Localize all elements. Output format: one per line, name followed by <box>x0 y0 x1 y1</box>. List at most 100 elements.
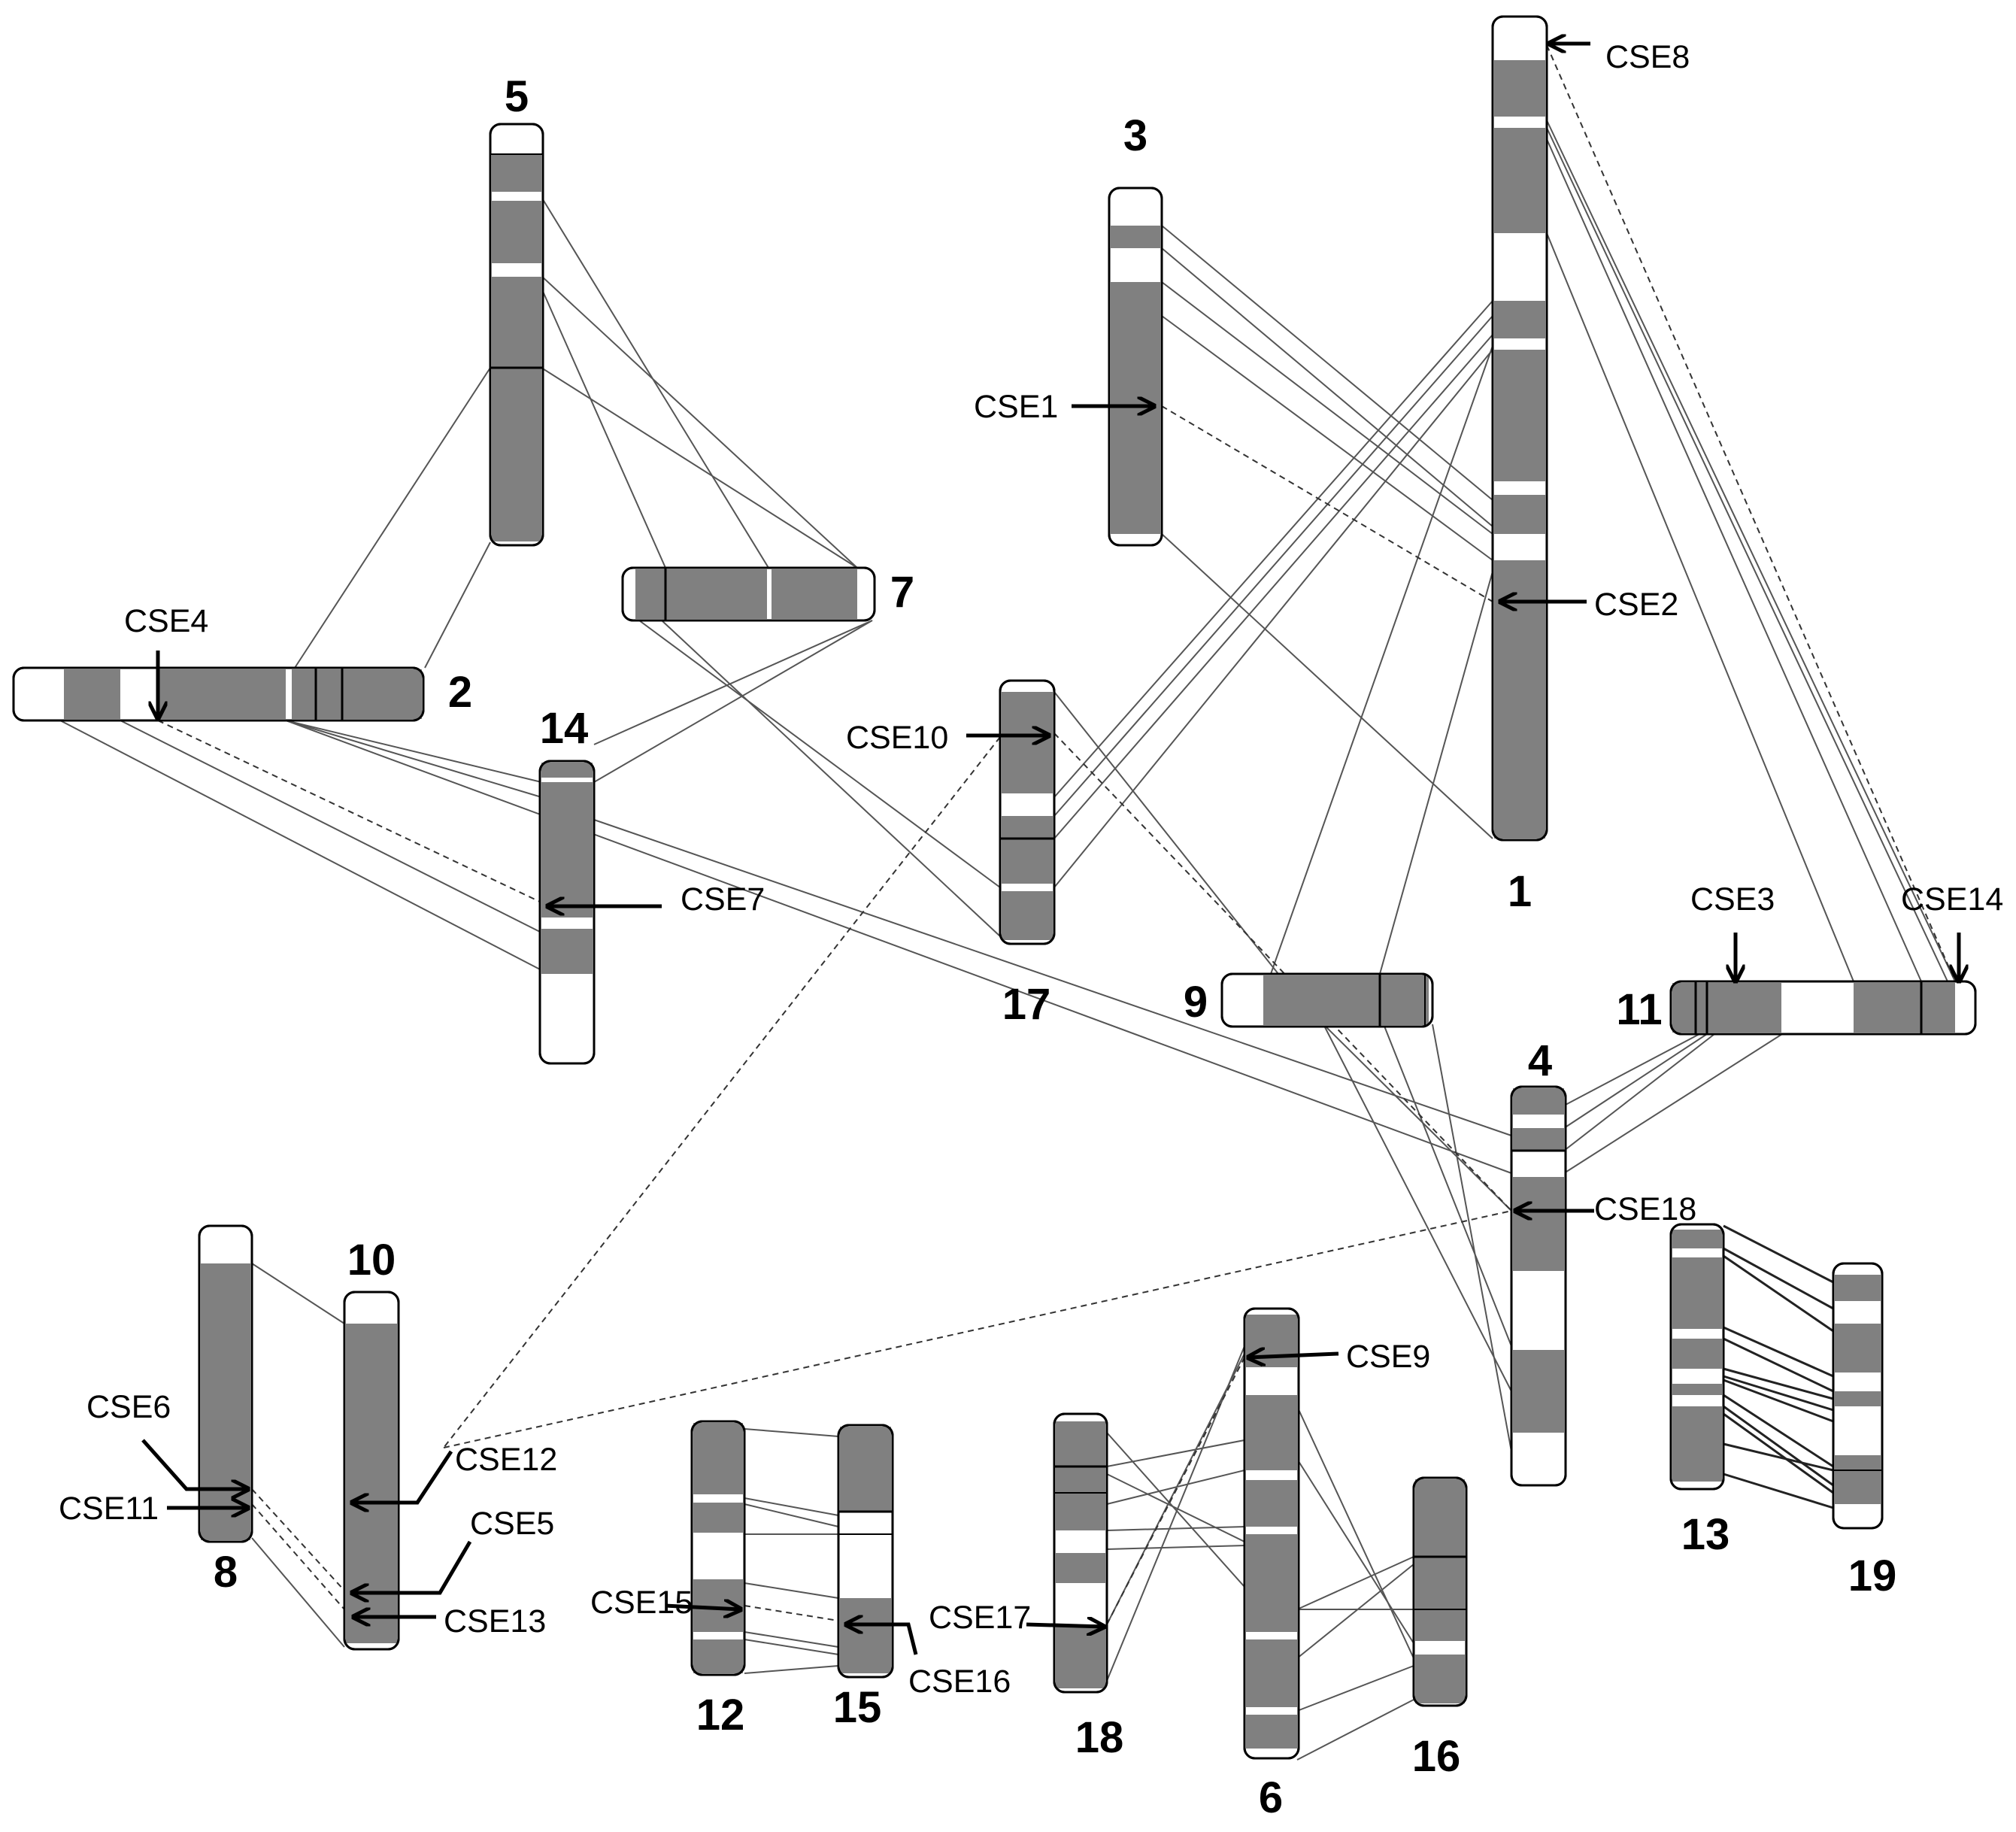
link-line <box>285 720 542 798</box>
dashed-link-cse1-cse2 <box>1161 405 1493 602</box>
link-line <box>251 1537 345 1648</box>
cse-label-18: CSE18 <box>1594 1191 1696 1227</box>
link-line <box>1723 1405 1834 1487</box>
cse-dashed-links <box>157 44 1956 1625</box>
link-line <box>638 620 1001 888</box>
link-line <box>1546 138 1922 982</box>
cse6-arrow-icon <box>141 1439 248 1489</box>
link-line <box>285 720 542 783</box>
link-line <box>1296 1665 1414 1712</box>
chromosome-7 <box>621 566 876 622</box>
link-line <box>1563 1033 1783 1174</box>
chromosome-5 <box>489 123 544 547</box>
dashed-link-cse8-cse14 <box>1546 44 1956 982</box>
cse-label-11: CSE11 <box>59 1491 159 1527</box>
link-line <box>1106 1545 1245 1550</box>
chromosome-8 <box>198 1224 253 1543</box>
chromosome-label-5: 5 <box>505 72 529 121</box>
link-line <box>1563 1033 1715 1151</box>
cse-label-13: CSE13 <box>444 1603 546 1639</box>
link-line <box>285 720 1512 1174</box>
cse15-arrow-icon <box>665 1606 741 1609</box>
link-line <box>294 367 491 669</box>
chromosome-label-9: 9 <box>1184 978 1208 1027</box>
link-line <box>1106 1526 1245 1531</box>
cse-label-2: CSE2 <box>1594 587 1678 623</box>
chromosome-10 <box>343 1291 400 1651</box>
link-line <box>1563 1033 1708 1129</box>
chromosome-4 <box>1510 1085 1567 1487</box>
chromosome-label-13: 13 <box>1681 1510 1730 1559</box>
link-line <box>1723 1379 1834 1423</box>
chromosome-label-16: 16 <box>1412 1732 1461 1781</box>
cse-label-17: CSE17 <box>929 1600 1031 1636</box>
chromosome-14 <box>538 760 596 1065</box>
cse-label-14: CSE14 <box>1901 881 2003 918</box>
link-line <box>59 720 542 971</box>
chromosome-label-15: 15 <box>833 1683 882 1732</box>
link-line <box>661 620 1001 937</box>
chromosome-label-11: 11 <box>1616 985 1662 1034</box>
cse-label-7: CSE7 <box>681 881 765 918</box>
link-line <box>1546 120 1956 982</box>
link-line <box>744 1497 839 1516</box>
chromosome-15 <box>837 1424 894 1679</box>
dashed-link-cse10-cse18 <box>1053 732 1512 1212</box>
link-line <box>1546 127 1948 982</box>
link-line <box>541 287 666 569</box>
chromosome-label-18: 18 <box>1075 1713 1124 1762</box>
cse-label-5: CSE5 <box>470 1506 554 1542</box>
dashed-link-cse6-cse13 <box>251 1503 345 1610</box>
cse-labels: CSE1 CSE2 CSE3 CSE4 CSE5 CSE6 CSE7 CSE8 … <box>59 39 2003 1700</box>
link-line <box>541 196 769 569</box>
link-line <box>1161 247 1493 527</box>
cse-label-6: CSE6 <box>86 1389 171 1425</box>
cse-label-1: CSE1 <box>974 389 1058 425</box>
link-line <box>541 275 858 569</box>
link-line <box>1270 345 1493 975</box>
link-line <box>1546 232 1854 982</box>
link-line <box>1296 1406 1414 1659</box>
chromosome-label-4: 4 <box>1528 1036 1552 1085</box>
link-line <box>251 1263 345 1324</box>
link-line <box>1106 1470 1245 1505</box>
cse-label-3: CSE3 <box>1690 881 1775 918</box>
chromosome-label-3: 3 <box>1123 111 1147 160</box>
dashed-link-cse11-cse5 <box>251 1488 345 1591</box>
link-line <box>1106 1353 1245 1625</box>
link-line <box>593 620 873 783</box>
dashed-link-cse12-cse18 <box>443 1210 1512 1448</box>
link-line <box>1161 281 1493 535</box>
link-line <box>1723 1394 1834 1468</box>
link-line <box>744 1665 839 1674</box>
chromosome-label-6: 6 <box>1259 1773 1283 1822</box>
link-line <box>1723 1412 1834 1494</box>
cse-label-12: CSE12 <box>455 1442 557 1478</box>
chromosome-3 <box>1108 187 1163 547</box>
link-line <box>1053 315 1493 817</box>
link-line <box>1723 1254 1834 1333</box>
link-line <box>1053 691 1279 975</box>
dashed-link-cse15-cse16 <box>744 1605 839 1621</box>
dashed-link-cse10-cse12 <box>443 736 1001 1448</box>
link-line <box>1723 1224 1834 1284</box>
link-line <box>1723 1375 1834 1412</box>
link-line <box>1323 1024 1512 1212</box>
cse-label-4: CSE4 <box>124 603 208 639</box>
link-line <box>1106 1345 1245 1682</box>
link-line <box>1161 225 1493 501</box>
link-line <box>1296 1699 1414 1761</box>
dashed-link-cse4-cse7 <box>157 720 542 903</box>
link-line <box>1106 1432 1245 1588</box>
chromosome-16 <box>1412 1476 1468 1707</box>
link-line <box>1296 1458 1414 1644</box>
link-line <box>1379 571 1493 975</box>
link-line <box>1383 1024 1512 1347</box>
chromosome-11 <box>1669 980 1977 1036</box>
link-line <box>744 1639 839 1655</box>
link-line <box>1723 1337 1834 1393</box>
link-line <box>1296 1564 1414 1659</box>
cse9-arrow-icon <box>1248 1354 1339 1357</box>
link-line <box>1723 1442 1834 1472</box>
